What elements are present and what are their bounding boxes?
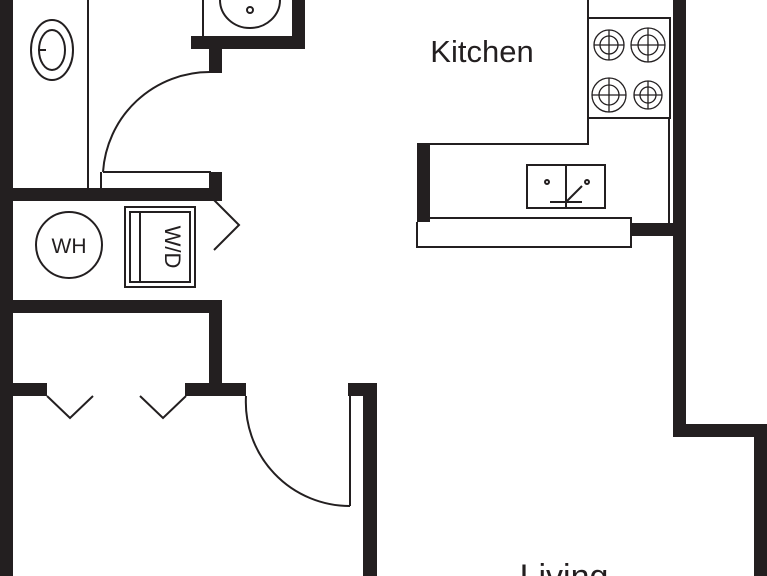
sink-drain-right xyxy=(584,179,590,185)
kitchen-label: Kitchen xyxy=(430,34,533,69)
washer-dryer-unit xyxy=(124,206,196,288)
laundry-wall-bottom xyxy=(0,300,222,313)
laundry-wall-stub xyxy=(209,172,222,201)
bedroom-door-swing xyxy=(244,395,351,508)
exterior-wall-right-step xyxy=(673,424,767,437)
washer-dryer-inner xyxy=(139,211,191,283)
bedroom-wall-top-right xyxy=(185,383,246,396)
exterior-wall-right-lower xyxy=(754,424,767,576)
laundry-bifold-door xyxy=(213,199,241,251)
closet-bifold-left xyxy=(46,395,94,420)
bath-wall-stub xyxy=(209,36,222,73)
water-heater xyxy=(35,211,103,279)
water-heater-label: WH xyxy=(52,235,87,258)
kitchen-peninsula-end xyxy=(417,143,430,222)
range-burners xyxy=(591,27,666,113)
bedroom-wall-top-left xyxy=(0,383,47,396)
range-outline xyxy=(587,17,671,119)
closet-bifold-right xyxy=(139,395,187,420)
bath-wall-right xyxy=(292,0,305,49)
exterior-wall-left xyxy=(0,0,13,576)
bath-door-swing xyxy=(102,70,211,173)
vanity-sink xyxy=(219,0,281,29)
washer-dryer-panel xyxy=(129,211,141,283)
sink-faucet xyxy=(550,185,583,203)
bath-wall-top xyxy=(191,36,305,49)
bath-sink-left xyxy=(30,19,74,81)
exterior-wall-right-upper xyxy=(673,0,686,437)
sink-drain-left xyxy=(544,179,550,185)
bedroom-wall-right xyxy=(363,383,377,576)
fixtures-lines xyxy=(30,0,671,508)
bedroom-wall-divider xyxy=(209,300,222,390)
laundry-wall-top xyxy=(0,188,222,201)
vanity-sink-drain xyxy=(246,6,254,14)
living-label: Living xyxy=(520,558,609,576)
washer-dryer-label: W/D xyxy=(160,226,185,269)
kitchen-wall-stub xyxy=(631,223,679,236)
